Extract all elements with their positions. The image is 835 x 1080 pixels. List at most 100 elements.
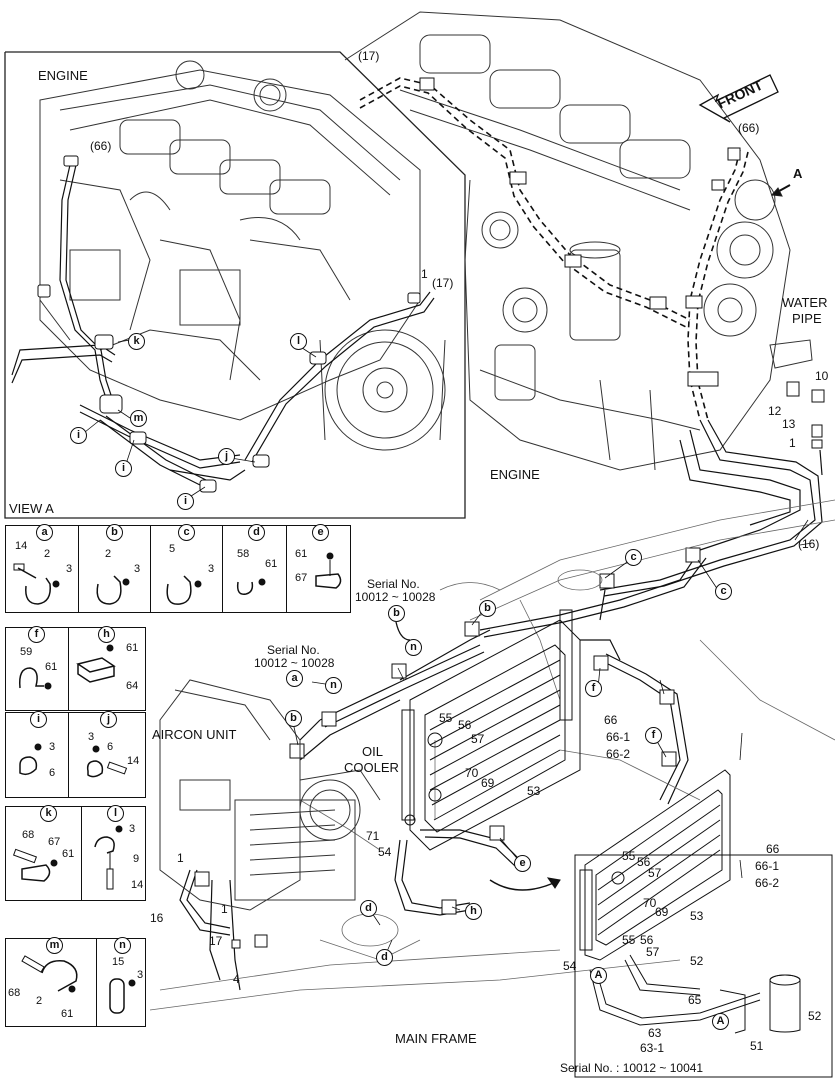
callout-circle: n [325,677,342,694]
part-number: 58 [237,548,250,560]
callout: 70 [465,766,479,780]
detail-box-f: f 59 61 [6,626,69,710]
detail-row-3: i 3 6 j 3 6 14 [5,711,146,798]
detail-letter: l [107,805,124,822]
arrow-a-label: A [793,166,803,181]
callout: 1 [221,902,228,916]
detail-box-a: a 14 2 3 [6,524,79,612]
callout-circle: i [70,427,87,444]
callout-circle: a [286,670,303,687]
detail-letter: b [106,524,123,541]
part-number: 2 [105,548,112,560]
callout: 52 [690,954,704,968]
callout-circle: c [625,549,642,566]
callout-circle: k [128,333,145,350]
serial-b-label-2: 10012 ~ 10028 [355,590,436,604]
callout-circle: n [405,639,422,656]
part-number: 3 [208,563,215,575]
callout-circle: c [715,583,732,600]
callout: 66 [766,842,780,856]
serial-a-label-1: Serial No. [267,643,320,657]
callout: 1 [421,267,428,281]
callout-circle: j [218,448,235,465]
callout: 56 [458,718,472,732]
part-number: 61 [61,1008,74,1020]
detail-letter: j [100,711,117,728]
part-number: 6 [49,767,56,779]
callout: 16 [150,911,164,925]
clamp-detail-icon [315,552,342,589]
detail-box-b: b 2 3 [78,524,151,612]
detail-letter: m [46,937,63,954]
callout-circle: m [130,410,147,427]
oil-cooler-label-1: OIL [362,744,383,759]
callout-circle: b [388,605,405,622]
part-number: 15 [112,956,125,968]
main-frame-label: MAIN FRAME [395,1031,477,1046]
detail-letter: h [98,626,115,643]
callout: (17) [358,49,380,63]
callout: 66-2 [606,747,631,761]
callout: 17 [209,934,223,948]
part-number: 2 [44,548,51,560]
callout-circle: A [712,1013,729,1030]
detail-row-4: k 68 67 61 l 3 9 14 [5,805,146,901]
detail-box-c: c 5 3 [150,524,223,612]
callout-circle: l [290,333,307,350]
part-number: 68 [22,829,35,841]
callout-circle: b [285,710,302,727]
callout-circle: b [479,600,496,617]
detail-box-n: n 15 3 [96,937,145,1026]
part-number: 61 [265,558,278,570]
clamp-detail-icon [12,848,58,882]
callout: 66-1 [755,859,780,873]
callout: (16) [798,537,820,551]
part-number: 14 [15,540,28,552]
callout-circle: d [360,900,377,917]
serial-b-label-1: Serial No. [367,577,420,591]
callout: 69 [481,776,495,790]
callout: 63 [648,1026,662,1040]
part-number: 3 [88,731,95,743]
part-number: 61 [126,642,139,654]
part-number: 3 [66,563,73,575]
callout: 57 [646,945,660,959]
detail-box-e: e 61 67 [286,524,350,612]
detail-box-d: d 58 61 [222,524,287,612]
detail-box-k: k 68 67 61 [6,805,82,900]
clamp-detail-icon [21,955,78,993]
callout: 51 [750,1039,764,1053]
detail-letter: k [40,805,57,822]
callout: 55 [439,711,453,725]
callout: 57 [471,732,485,746]
callout-circle: d [376,949,393,966]
clamp-detail-icon [13,563,60,605]
callout-circle: e [514,855,531,872]
callout: 12 [768,404,782,418]
clamp-detail-icon [109,978,136,1014]
callout: 66 [604,713,618,727]
part-number: 61 [295,548,308,560]
detail-letter: c [178,524,195,541]
engine-view-label: ENGINE [38,68,88,83]
clamp-detail-icon [18,667,52,690]
part-number: 3 [129,823,136,835]
serial-a-label-2: 10012 ~ 10028 [254,656,335,670]
callout: (66) [90,139,112,153]
part-number: 9 [133,853,140,865]
callout: 70 [643,896,657,910]
detail-box-m: m 68 2 61 [6,937,97,1026]
callout: 54 [563,959,577,973]
callout: 1 [789,436,796,450]
detail-letter: n [114,937,131,954]
part-number: 2 [36,995,43,1007]
detail-letter: f [28,626,45,643]
callout: 69 [655,905,669,919]
clamp-detail-icon [94,825,123,890]
detail-letter: e [312,524,329,541]
part-number: 61 [45,661,58,673]
detail-row-5: m 68 2 61 n 15 3 [5,937,146,1027]
view-a-label: VIEW A [9,501,54,516]
callout: 66-1 [606,730,631,744]
